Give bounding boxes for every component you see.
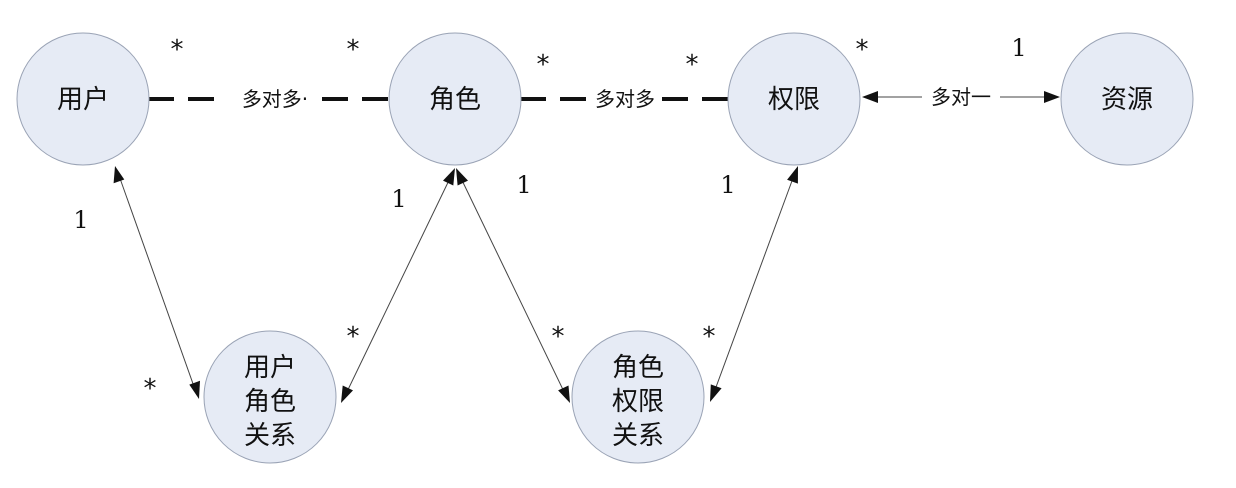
node-role-label: 角色 [429, 85, 481, 115]
node-permission-label: 权限 [768, 85, 820, 115]
role-permission-relation-line-1: 角色 [612, 353, 664, 383]
edge-role-rolepermission [456, 168, 570, 403]
node-permission: 权限 [727, 32, 861, 166]
multiplicity-one-role-right: 1 [516, 171, 531, 199]
node-user: 用户 [16, 32, 150, 166]
multiplicity-many-user-role-right: * [347, 35, 360, 65]
multiplicity-many-role-userrole-relation: * [347, 322, 360, 352]
node-resource: 资源 [1060, 32, 1194, 166]
multiplicity-one-resource: 1 [1011, 34, 1026, 62]
node-role-permission-relation: 角色 权限 关系 [571, 330, 705, 464]
edge-label-role-permission: 多对多 [595, 87, 655, 111]
user-role-relation-line-1: 用户 [244, 353, 296, 383]
edge-label-user-role: 多对多· [242, 87, 308, 111]
role-permission-relation-line-3: 关系 [612, 421, 664, 451]
edge-permission-rolepermission [710, 166, 798, 402]
multiplicity-many-role-permission-right: * [686, 50, 699, 80]
multiplicity-many-user-relation: * [144, 374, 157, 404]
multiplicity-many-permission-relation: * [703, 322, 716, 352]
role-permission-relation-line-2: 权限 [612, 387, 664, 417]
user-role-relation-line-3: 关系 [244, 421, 296, 451]
edge-role-userrole [341, 168, 455, 403]
node-user-label: 用户 [57, 85, 109, 115]
node-resource-label: 资源 [1101, 85, 1153, 115]
multiplicity-many-role-rolepermission-relation: * [552, 322, 565, 352]
edge-user-userrole [113, 166, 200, 399]
multiplicity-one-user: 1 [73, 206, 88, 234]
node-role: 角色 [388, 32, 522, 166]
multiplicity-many-user-role-left: * [171, 35, 184, 65]
multiplicity-many-role-permission-left: * [537, 50, 550, 80]
multiplicity-one-role-left: 1 [391, 185, 406, 213]
edge-permission-resource [862, 91, 1060, 103]
multiplicity-one-permission: 1 [720, 171, 735, 199]
node-user-role-relation: 用户 角色 关系 [203, 330, 337, 464]
multiplicity-many-permission-resource: * [856, 35, 869, 65]
edge-label-permission-resource: 多对一 [931, 85, 991, 109]
user-role-relation-line-2: 角色 [244, 387, 296, 417]
